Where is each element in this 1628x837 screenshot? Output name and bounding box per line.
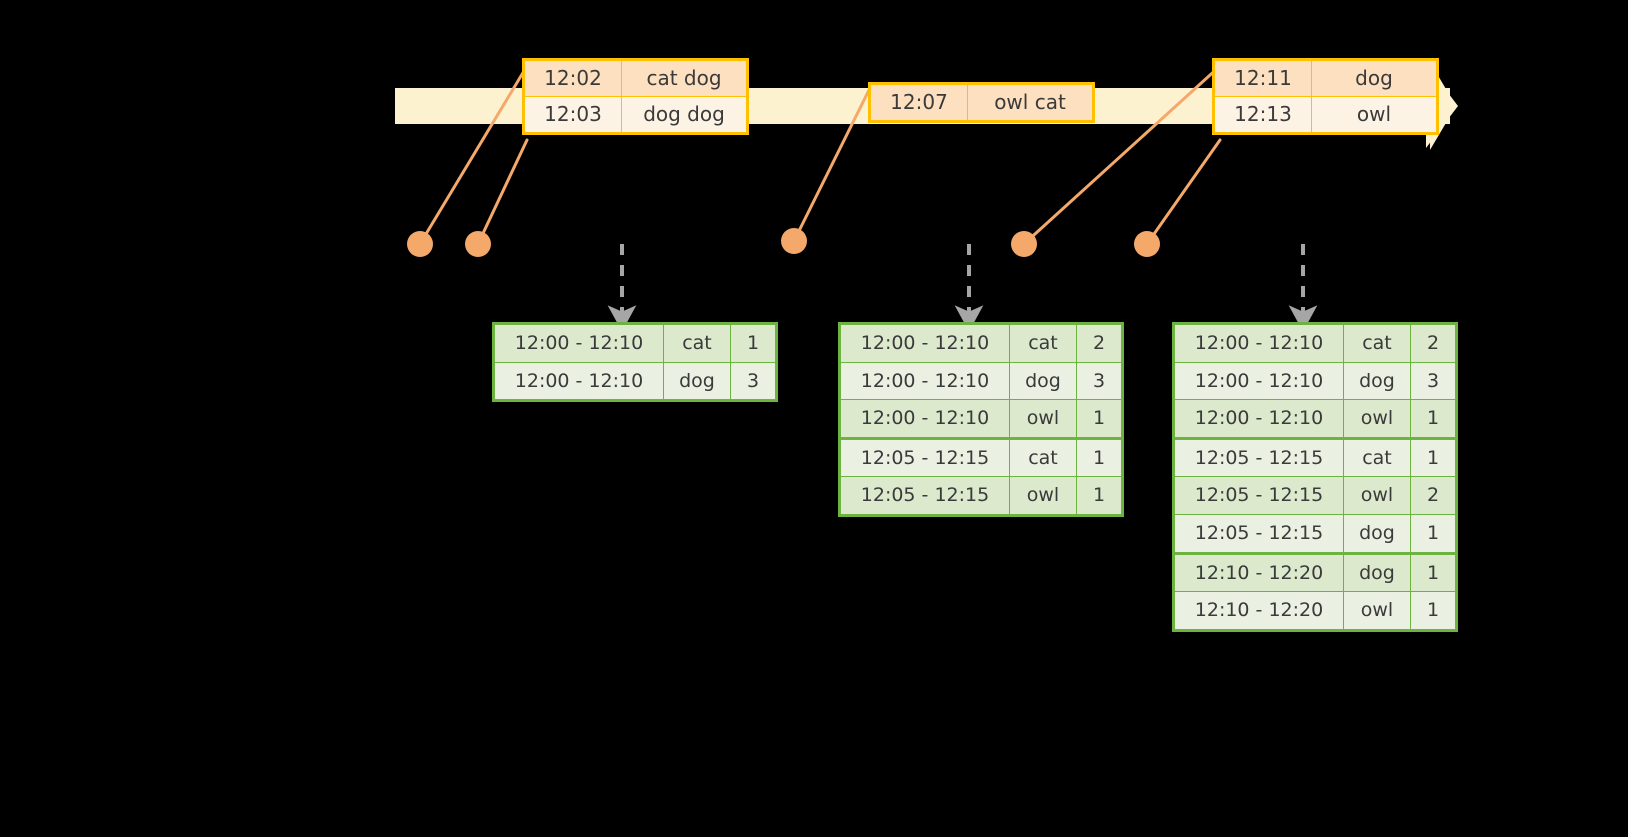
result-window: 12:05 - 12:15 (839, 476, 1010, 517)
result-word: owl (1009, 399, 1077, 440)
result-window: 12:00 - 12:10 (1173, 361, 1344, 401)
result-count: 3 (1076, 361, 1123, 401)
result-count: 1 (730, 323, 777, 363)
result-word: dog (1009, 361, 1077, 401)
result-count: 3 (1410, 361, 1457, 401)
event-words: owl cat (967, 83, 1094, 122)
result-word: dog (1343, 513, 1411, 555)
result-count: 1 (1410, 513, 1457, 555)
result-count: 1 (1410, 437, 1457, 478)
result-word: dog (663, 361, 731, 403)
event-time: 12:13 (1213, 96, 1312, 134)
result-word: dog (1343, 552, 1411, 593)
result-count: 1 (1076, 399, 1123, 440)
event-time: 12:07 (869, 83, 968, 122)
result-window: 12:00 - 12:10 (493, 361, 664, 403)
event-time: 12:02 (523, 59, 622, 97)
event-dot-group (407, 228, 1160, 257)
result-word: cat (1009, 437, 1077, 478)
result-window: 12:10 - 12:20 (1173, 591, 1344, 632)
result-word: owl (1343, 399, 1411, 440)
result-count: 2 (1076, 323, 1123, 363)
result-word: owl (1009, 476, 1077, 517)
result-window: 12:00 - 12:10 (1173, 323, 1344, 363)
event-words: dog (1311, 59, 1438, 97)
result-count: 2 (1410, 323, 1457, 363)
result-count: 2 (1410, 476, 1457, 515)
event-time: 12:03 (523, 96, 622, 134)
result-count: 1 (1410, 591, 1457, 632)
result-word: owl (1343, 476, 1411, 515)
result-word: cat (1343, 323, 1411, 363)
event-dot-4 (1011, 231, 1037, 257)
result-window: 12:05 - 12:15 (1173, 513, 1344, 555)
result-count: 3 (730, 361, 777, 403)
result-count: 1 (1410, 552, 1457, 593)
result-window: 12:10 - 12:20 (1173, 552, 1344, 593)
result-window: 12:05 - 12:15 (1173, 476, 1344, 515)
event-time: 12:11 (1213, 59, 1312, 97)
result-count: 1 (1410, 399, 1457, 440)
result-window: 12:00 - 12:10 (839, 361, 1010, 401)
result-window: 12:05 - 12:15 (839, 437, 1010, 478)
connector-5 (1145, 138, 1222, 246)
event-words: dog dog (621, 96, 748, 134)
event-dot-5 (1134, 231, 1160, 257)
result-window: 12:00 - 12:10 (493, 323, 664, 363)
connector-2 (476, 138, 529, 246)
result-count: 1 (1076, 476, 1123, 517)
event-words: owl (1311, 96, 1438, 134)
result-word: cat (1009, 323, 1077, 363)
result-window: 12:00 - 12:10 (839, 323, 1010, 363)
result-word: cat (1343, 437, 1411, 478)
event-dot-1 (407, 231, 433, 257)
result-window: 12:00 - 12:10 (1173, 399, 1344, 440)
event-dot-3 (781, 228, 807, 254)
event-words: cat dog (621, 59, 748, 97)
result-window: 12:00 - 12:10 (839, 399, 1010, 440)
result-word: dog (1343, 361, 1411, 401)
event-dot-2 (465, 231, 491, 257)
result-count: 1 (1076, 437, 1123, 478)
emit-arrow-group (607, 244, 1318, 332)
result-word: cat (663, 323, 731, 363)
result-window: 12:05 - 12:15 (1173, 437, 1344, 478)
result-word: owl (1343, 591, 1411, 632)
